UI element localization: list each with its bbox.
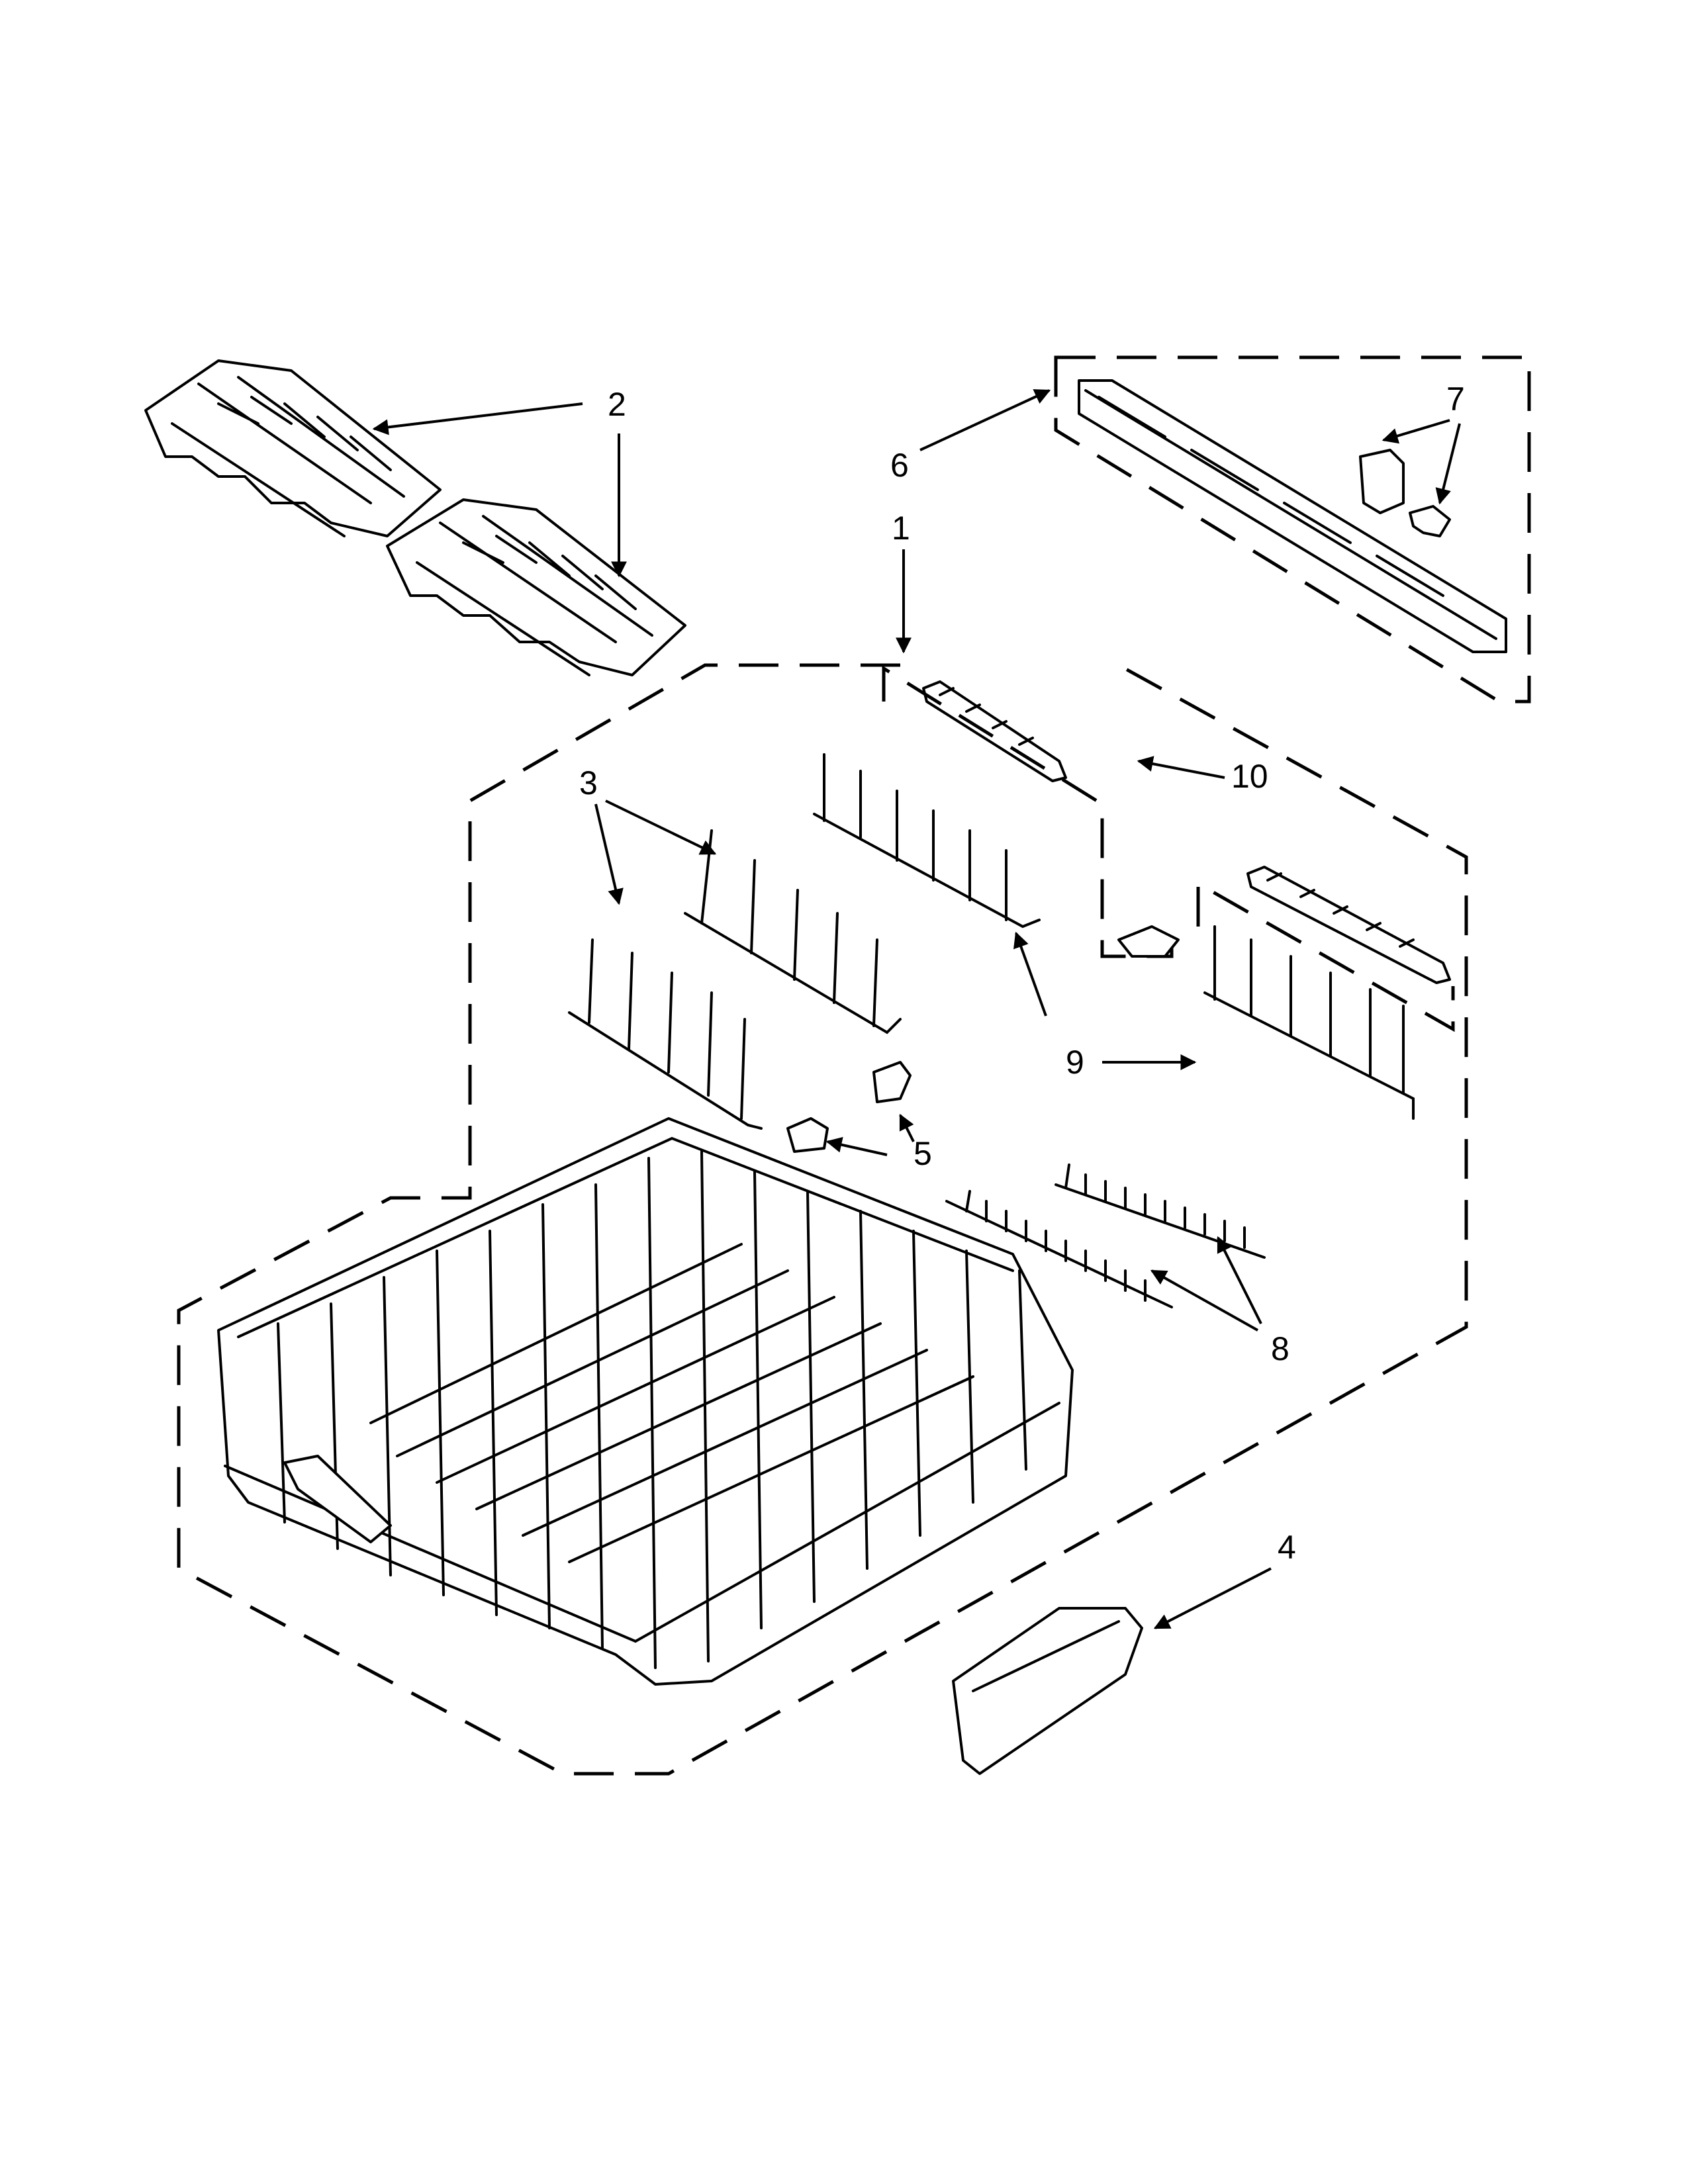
callout-1: 1	[892, 510, 910, 547]
cup-shelf-left[interactable]	[144, 359, 442, 537]
callout-9: 9	[1066, 1044, 1084, 1081]
tine-strip-frame-lower	[1196, 880, 1455, 1032]
dense-tine-row-upper[interactable]	[1055, 1163, 1266, 1259]
small-clip-center[interactable]	[1117, 925, 1180, 958]
tine-clip-lower[interactable]	[786, 1117, 829, 1153]
leader-lines	[372, 389, 1461, 1629]
tine-strip-upper[interactable]	[922, 680, 1067, 782]
tine-row-left-front[interactable]	[568, 938, 763, 1130]
tine-row-left-back[interactable]	[684, 829, 902, 1034]
rail-kit-outline	[1054, 355, 1531, 704]
callout-4: 4	[1278, 1529, 1296, 1566]
cutlery-basket[interactable]	[952, 1607, 1143, 1775]
callout-3: 3	[579, 764, 598, 801]
callout-2: 2	[608, 386, 626, 423]
callout-6: 6	[890, 447, 909, 484]
rack-rail[interactable]	[1078, 379, 1507, 653]
dense-tine-row-lower[interactable]	[945, 1190, 1173, 1308]
tine-strip-lower[interactable]	[1246, 866, 1451, 984]
tine-row-upper[interactable]	[813, 753, 1041, 929]
callout-10: 10	[1231, 758, 1268, 795]
tine-row-right[interactable]	[1203, 925, 1415, 1120]
cup-shelf-right[interactable]	[386, 498, 686, 676]
rail-clip-upper[interactable]	[1359, 449, 1405, 514]
callout-7: 7	[1446, 381, 1465, 418]
rail-clip-lower[interactable]	[1409, 505, 1451, 537]
tine-clip-upper[interactable]	[872, 1061, 912, 1103]
rack-assembly-outline	[177, 663, 1468, 1776]
tine-strip-frame-upper	[882, 665, 1174, 958]
callout-5: 5	[914, 1135, 932, 1172]
dishrack-basket[interactable]	[217, 1117, 1074, 1686]
callout-8: 8	[1271, 1330, 1289, 1367]
